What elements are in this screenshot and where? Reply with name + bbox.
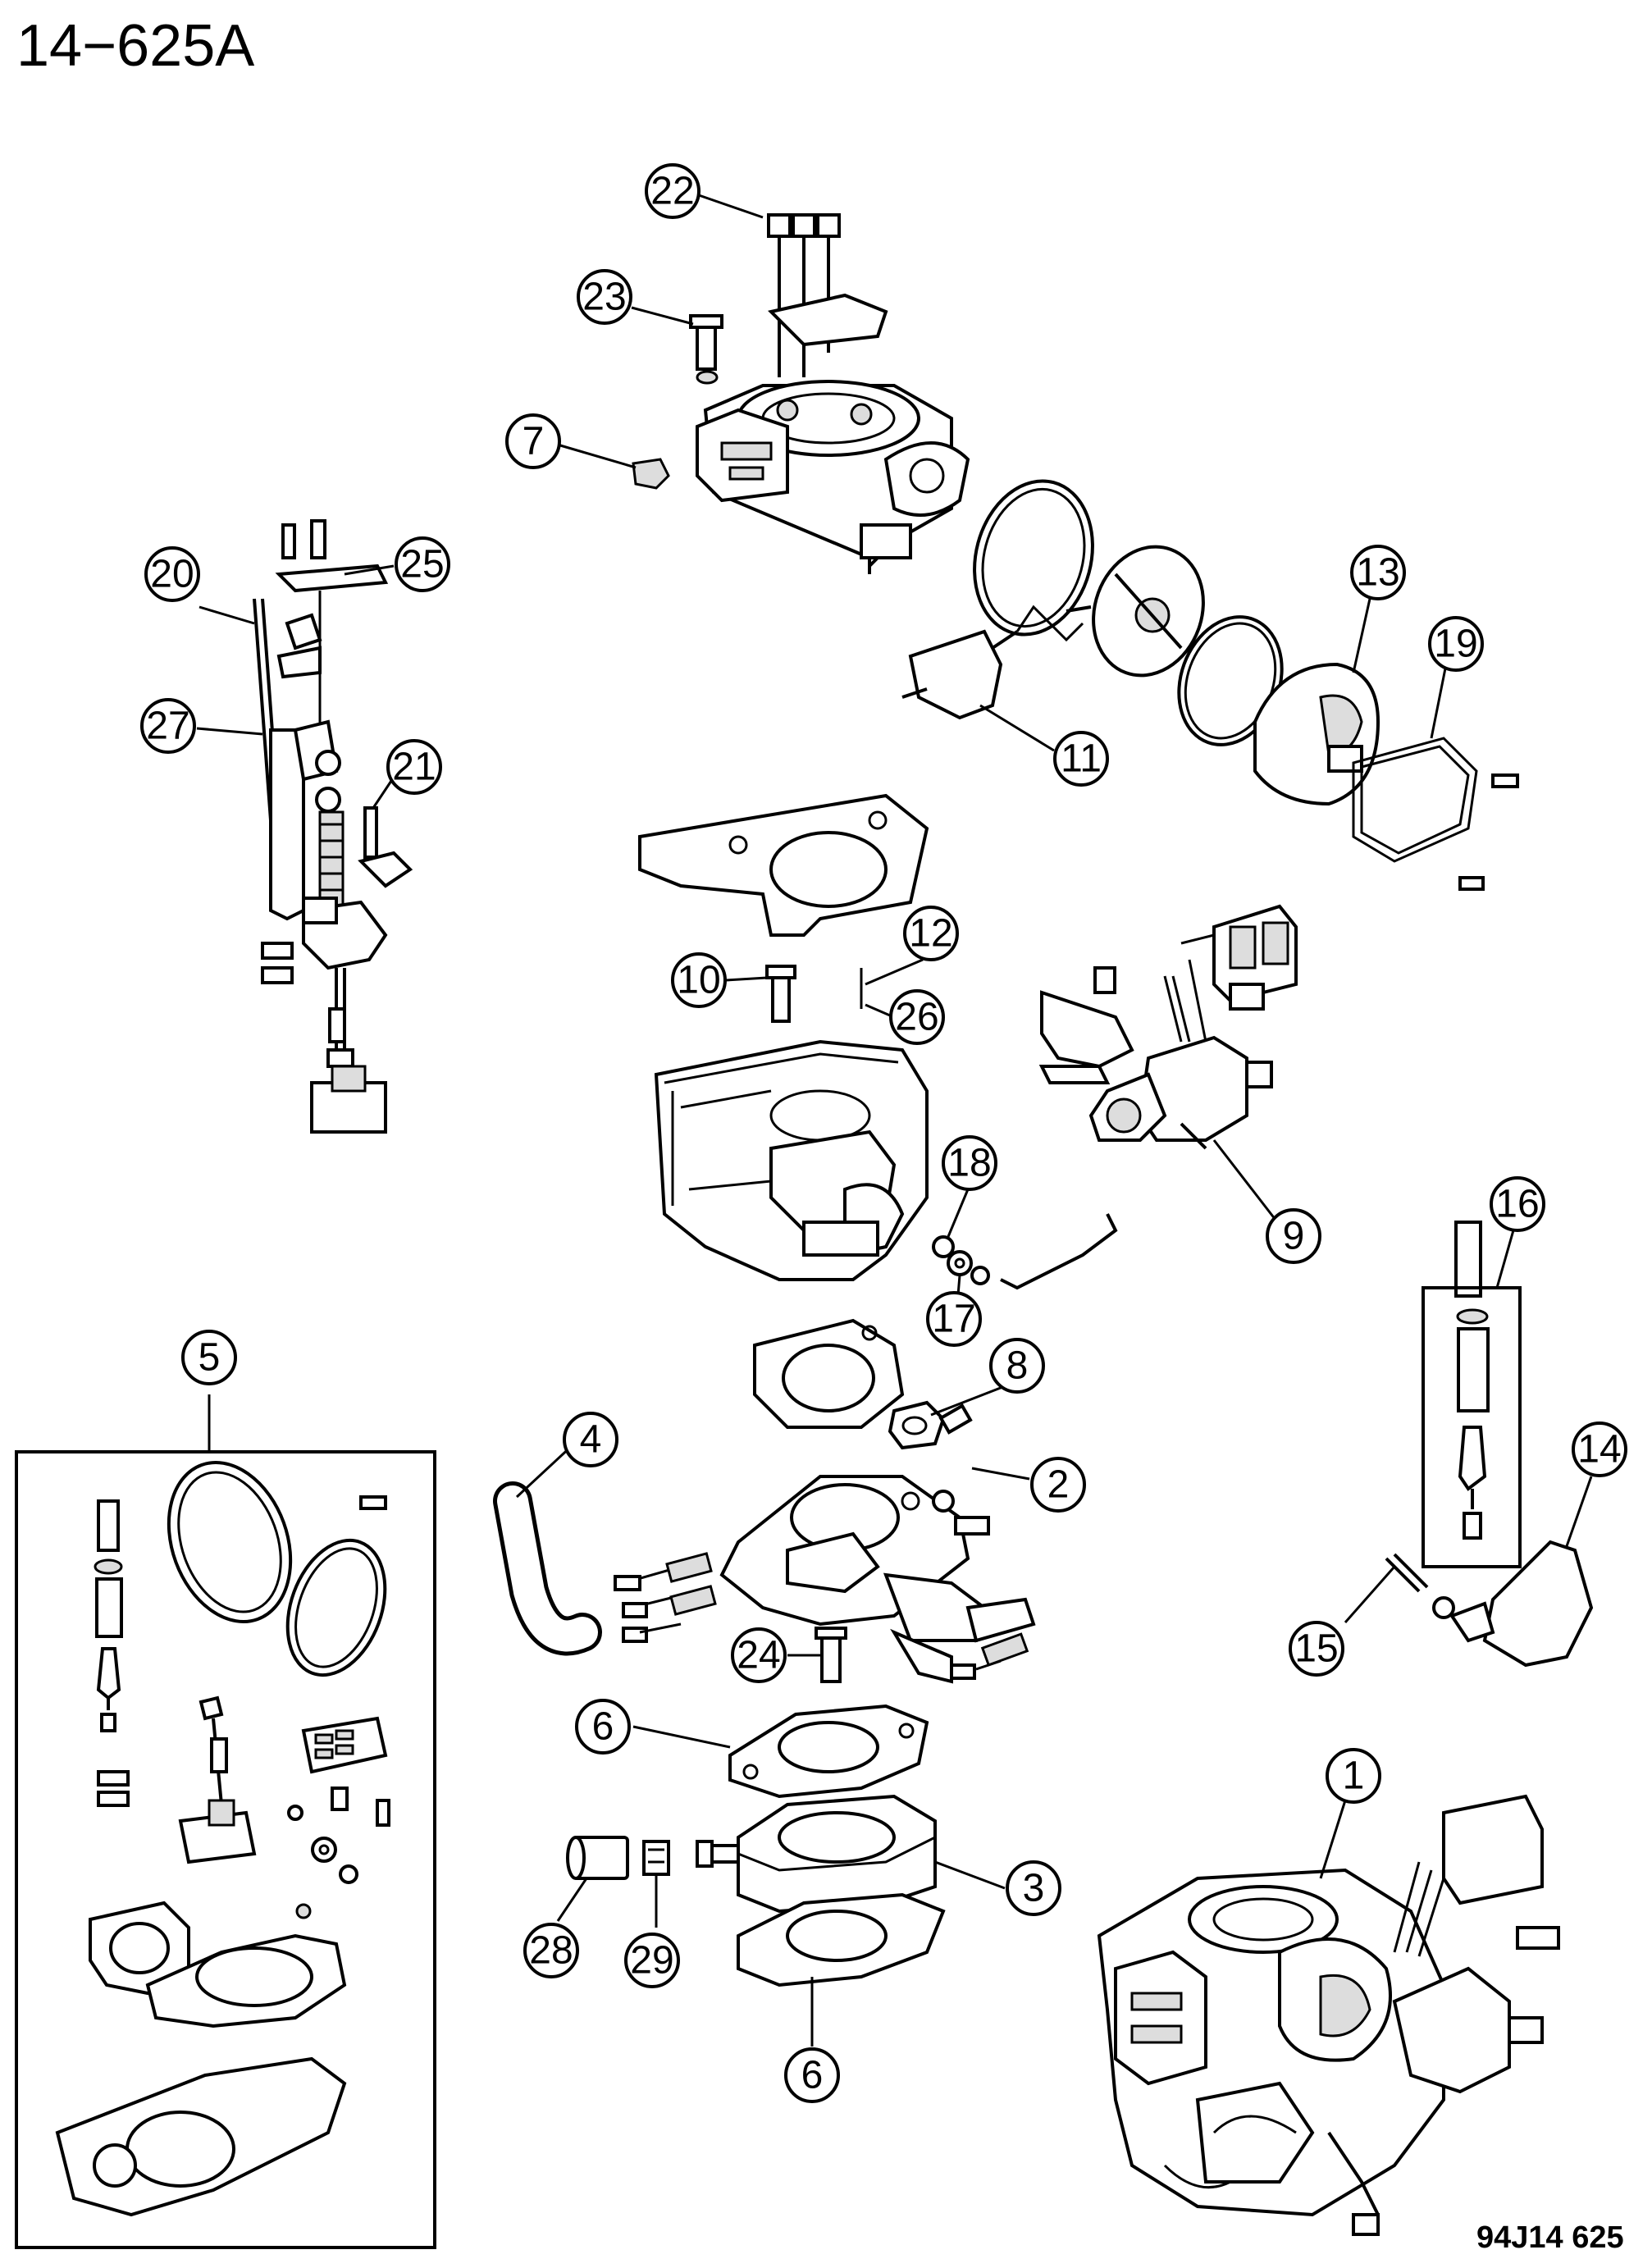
- pump-rod: [1000, 1213, 1118, 1290]
- svg-text:18: 18: [947, 1142, 991, 1185]
- callout-18: 18: [942, 1135, 997, 1191]
- svg-text:21: 21: [392, 746, 436, 789]
- rebuild-kit-5: [15, 1450, 436, 2249]
- svg-text:23: 23: [582, 276, 626, 319]
- gasket-6-upper: [728, 1704, 929, 1799]
- svg-text:22: 22: [650, 170, 694, 213]
- callout-17: 17: [926, 1291, 982, 1347]
- callout-11: 11: [1053, 731, 1109, 787]
- callout-22: 22: [645, 163, 701, 219]
- leader-lines: [196, 194, 1593, 2047]
- throttle-body-gasket: [753, 1318, 905, 1429]
- callout-16: 16: [1490, 1176, 1545, 1232]
- choke-plate: [1092, 545, 1205, 678]
- callout-29: 29: [624, 1933, 680, 1988]
- diagram-title: 14−625A: [16, 13, 254, 79]
- callout-13: 13: [1350, 545, 1406, 600]
- solenoid-9: [1038, 904, 1298, 1150]
- svg-text:28: 28: [529, 1929, 573, 1973]
- carburetor-assembly-1: [1097, 1794, 1560, 2236]
- svg-text:3: 3: [1023, 1867, 1045, 1910]
- svg-text:17: 17: [932, 1298, 975, 1341]
- svg-text:6: 6: [592, 1705, 614, 1749]
- callout-26: 26: [889, 989, 945, 1045]
- svg-text:19: 19: [1434, 623, 1477, 666]
- callout-19: 19: [1428, 616, 1484, 672]
- callout-4: 4: [563, 1412, 618, 1467]
- callout-12: 12: [903, 906, 959, 961]
- vacuum-diaphragm-11: [901, 605, 1092, 720]
- svg-text:7: 7: [523, 420, 545, 463]
- callout-24: 24: [731, 1627, 787, 1683]
- callout-1: 1: [1326, 1748, 1381, 1804]
- fitting-28: [566, 1836, 629, 1880]
- fitting-29: [642, 1840, 670, 1876]
- diagram-caption: 94J14 625: [1476, 2220, 1624, 2255]
- cover-14: [1385, 1540, 1594, 1668]
- washers-17-18: [932, 1235, 990, 1285]
- callouts: 22 23 7 20 25 27 21 13 19 11 12 10 26 18…: [140, 163, 1627, 2103]
- fitting-7: [632, 458, 670, 490]
- choke-gasket-19: [1352, 737, 1478, 863]
- svg-text:27: 27: [146, 705, 189, 748]
- svg-text:16: 16: [1495, 1183, 1539, 1226]
- svg-text:5: 5: [199, 1336, 221, 1380]
- svg-text:10: 10: [677, 959, 720, 1002]
- svg-text:8: 8: [1006, 1344, 1029, 1388]
- svg-text:12: 12: [909, 912, 952, 956]
- svg-text:11: 11: [1061, 737, 1102, 781]
- svg-text:9: 9: [1283, 1215, 1305, 1258]
- choke-gasket-ring: [973, 479, 1094, 637]
- pump-linkage-assembly: [253, 519, 413, 1134]
- svg-text:6: 6: [801, 2054, 824, 2097]
- callout-9: 9: [1266, 1208, 1321, 1264]
- callout-6a: 6: [575, 1699, 631, 1755]
- air-horn-assembly: [696, 213, 970, 574]
- svg-text:20: 20: [150, 553, 194, 596]
- choke-cover-13: [1253, 662, 1380, 806]
- svg-text:13: 13: [1356, 551, 1399, 595]
- main-body: [654, 965, 929, 1281]
- callout-20: 20: [144, 546, 200, 602]
- callout-7: 7: [505, 413, 561, 469]
- callout-28: 28: [523, 1923, 579, 1978]
- svg-text:15: 15: [1294, 1627, 1338, 1671]
- callout-6b: 6: [784, 2047, 840, 2103]
- hex-nut-8: [888, 1400, 946, 1450]
- needle-seat-kit-16: [1422, 1221, 1522, 1568]
- air-horn-gasket: [638, 793, 929, 937]
- svg-text:24: 24: [737, 1634, 780, 1677]
- screw-23: [689, 314, 723, 385]
- throttle-body-2: [719, 1403, 1036, 1684]
- callout-23: 23: [577, 269, 632, 325]
- callout-21: 21: [386, 739, 442, 795]
- screw-24: [815, 1627, 847, 1683]
- callout-2: 2: [1030, 1457, 1086, 1513]
- callout-5: 5: [181, 1330, 237, 1385]
- callout-3: 3: [1006, 1860, 1061, 1916]
- callout-8: 8: [989, 1338, 1045, 1394]
- callout-14: 14: [1572, 1421, 1627, 1477]
- svg-text:4: 4: [580, 1418, 602, 1462]
- throttle-screws-springs: [614, 1552, 1029, 1680]
- svg-text:29: 29: [630, 1939, 673, 1983]
- svg-text:2: 2: [1047, 1463, 1070, 1507]
- spacer-3: [696, 1794, 937, 1914]
- hose-4: [493, 1481, 602, 1656]
- callout-27: 27: [140, 698, 196, 754]
- callout-15: 15: [1289, 1621, 1344, 1677]
- svg-text:26: 26: [895, 996, 938, 1039]
- svg-text:1: 1: [1343, 1755, 1365, 1798]
- callout-10: 10: [671, 952, 727, 1008]
- svg-text:14: 14: [1577, 1428, 1621, 1472]
- callout-25: 25: [395, 536, 450, 592]
- svg-text:25: 25: [400, 543, 444, 586]
- gasket-6-lower: [737, 1892, 946, 1987]
